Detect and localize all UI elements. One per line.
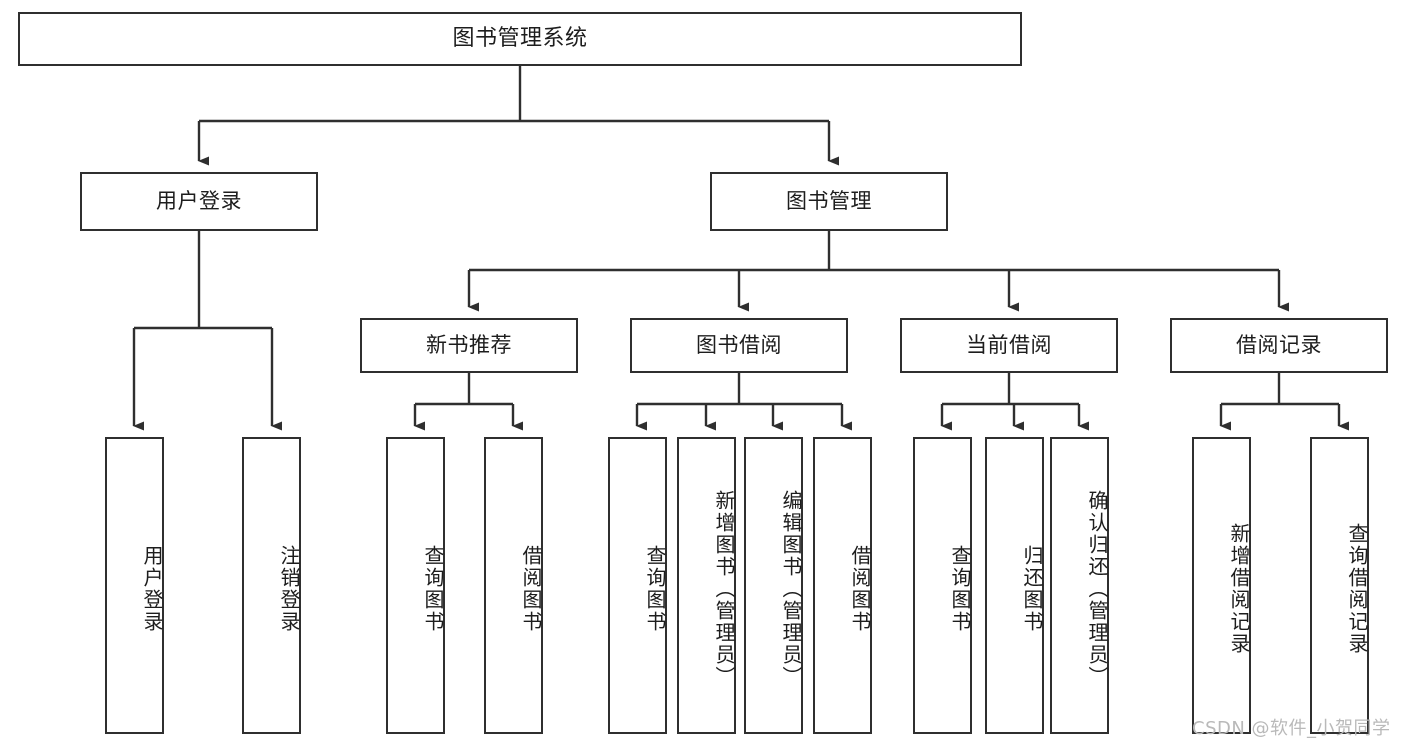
node-new-book-recommend[interactable]: 新书推荐 xyxy=(360,318,578,373)
leaf-borrow-book-recommend[interactable]: 借阅图书 xyxy=(484,437,543,734)
node-root-library-system[interactable]: 图书管理系统 xyxy=(18,12,1022,66)
leaf-user-login[interactable]: 用户登录 xyxy=(105,437,164,734)
node-current-borrow[interactable]: 当前借阅 xyxy=(900,318,1118,373)
node-label: 查询图书 xyxy=(643,544,667,633)
node-label: 新增图书（管理员） xyxy=(712,489,736,688)
node-label: 注销登录 xyxy=(277,544,301,633)
node-label: 查询图书 xyxy=(948,544,972,633)
node-user-login[interactable]: 用户登录 xyxy=(80,172,318,231)
node-label: 图书管理系统 xyxy=(452,25,588,51)
node-borrow-record[interactable]: 借阅记录 xyxy=(1170,318,1388,373)
node-label: 借阅记录 xyxy=(1236,332,1322,357)
leaf-add-book-admin[interactable]: 新增图书（管理员） xyxy=(677,437,736,734)
leaf-query-book-borrow[interactable]: 查询图书 xyxy=(608,437,667,734)
leaf-edit-book-admin[interactable]: 编辑图书（管理员） xyxy=(744,437,803,734)
leaf-query-book-current[interactable]: 查询图书 xyxy=(913,437,972,734)
node-label: 图书借阅 xyxy=(696,332,782,357)
node-label: 查询借阅记录 xyxy=(1345,522,1369,655)
node-book-management[interactable]: 图书管理 xyxy=(710,172,948,231)
leaf-query-book-recommend[interactable]: 查询图书 xyxy=(386,437,445,734)
leaf-query-borrow-record[interactable]: 查询借阅记录 xyxy=(1310,437,1369,734)
node-label: 新书推荐 xyxy=(426,332,512,357)
node-label: 借阅图书 xyxy=(848,544,872,633)
leaf-return-book[interactable]: 归还图书 xyxy=(985,437,1044,734)
node-label: 归还图书 xyxy=(1020,544,1044,633)
leaf-logout[interactable]: 注销登录 xyxy=(242,437,301,734)
leaf-confirm-return-admin[interactable]: 确认归还（管理员） xyxy=(1050,437,1109,734)
leaf-add-borrow-record[interactable]: 新增借阅记录 xyxy=(1192,437,1251,734)
node-label: 用户登录 xyxy=(140,544,164,633)
node-label: 借阅图书 xyxy=(519,544,543,633)
node-book-borrow[interactable]: 图书借阅 xyxy=(630,318,848,373)
node-label: 用户登录 xyxy=(156,188,242,213)
node-label: 当前借阅 xyxy=(966,332,1052,357)
node-label: 确认归还（管理员） xyxy=(1085,489,1109,688)
node-label: 查询图书 xyxy=(421,544,445,633)
node-label: 图书管理 xyxy=(786,188,872,213)
node-label: 编辑图书（管理员） xyxy=(779,489,803,688)
leaf-borrow-book[interactable]: 借阅图书 xyxy=(813,437,872,734)
node-label: 新增借阅记录 xyxy=(1227,522,1251,655)
